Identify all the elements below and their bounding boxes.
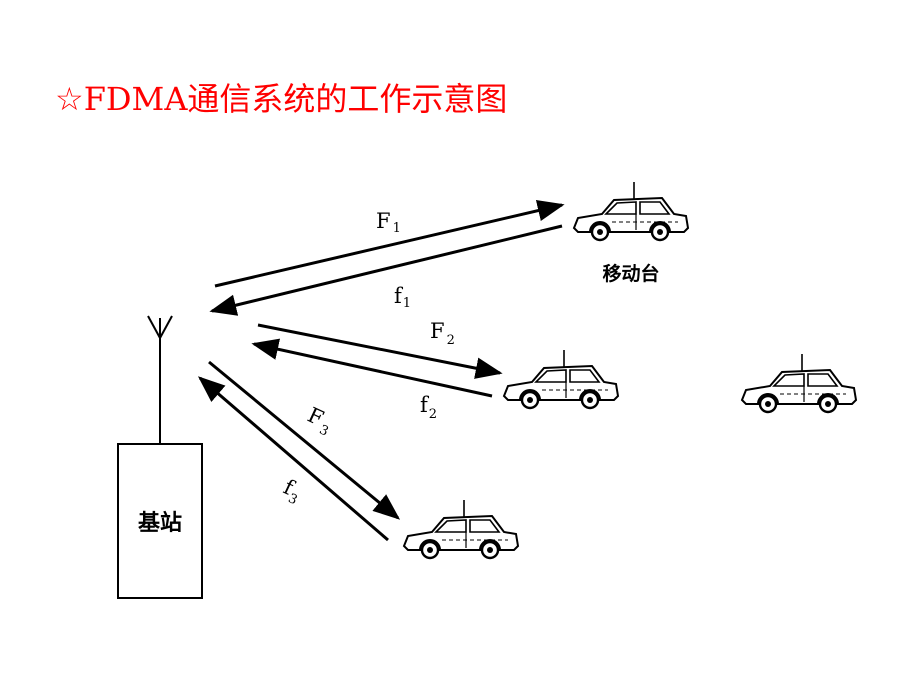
- antenna-icon: [147, 315, 173, 444]
- link-3: F3 f3: [197, 360, 401, 542]
- reverse-label-3: f3: [278, 475, 306, 508]
- reverse-label-2: f2: [420, 393, 437, 422]
- car-icon: [572, 180, 690, 242]
- forward-arrow-2: [257, 323, 503, 379]
- reverse-label-1: f1: [394, 284, 411, 311]
- car-icon: [402, 498, 520, 560]
- reverse-arrow-1: [209, 224, 563, 316]
- slide-title: ☆FDMA通信系统的工作示意图: [55, 80, 508, 118]
- base-station-label: 基站: [138, 511, 182, 536]
- base-station: 基站: [117, 443, 203, 599]
- car-icon: [502, 348, 620, 410]
- mobile-station-label: 移动台: [602, 262, 659, 285]
- reverse-arrow-3: [197, 376, 389, 542]
- forward-arrow-1: [214, 200, 565, 288]
- forward-arrow-3: [208, 360, 401, 520]
- reverse-arrow-2: [251, 338, 493, 398]
- car-icon: [740, 352, 858, 414]
- forward-label-3: F3: [302, 403, 337, 440]
